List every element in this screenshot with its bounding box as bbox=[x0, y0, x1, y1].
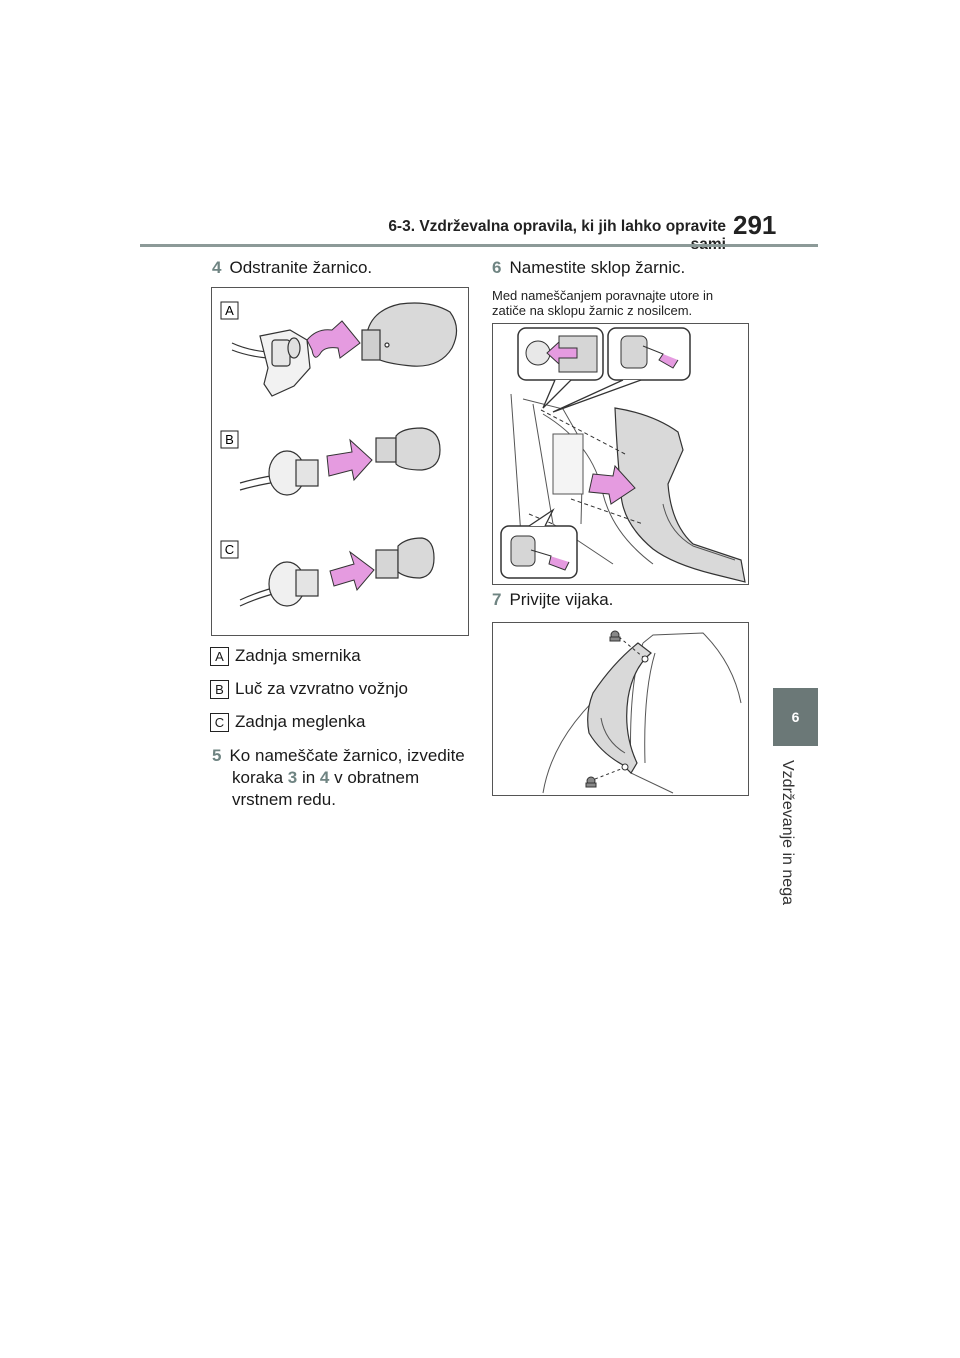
label-c: C bbox=[220, 540, 239, 559]
step-5: 5 Ko nameščate žarnico, izvedite koraka 3… bbox=[212, 745, 465, 811]
step-text: koraka bbox=[232, 768, 288, 787]
assembly-illustration bbox=[500, 327, 746, 583]
assembly-figure bbox=[492, 323, 749, 585]
callout-arrow-icon bbox=[546, 340, 578, 366]
screw-guides bbox=[594, 636, 644, 780]
step-number: 6 bbox=[492, 258, 502, 277]
bulb-c bbox=[239, 537, 435, 607]
lamp-assembly bbox=[614, 407, 746, 583]
step-number: 7 bbox=[492, 590, 502, 609]
legend-b: B Luč za vzvratno vožnjo bbox=[210, 679, 408, 699]
bulb-b bbox=[239, 427, 441, 496]
legend-text: Luč za vzvratno vožnjo bbox=[235, 679, 408, 698]
legend-c: C Zadnja meglenka bbox=[210, 712, 365, 732]
step-text: Privijte vijaka. bbox=[509, 590, 614, 609]
callout-pin-bottom bbox=[500, 508, 578, 579]
car-body-lines bbox=[510, 393, 654, 565]
label-a: A bbox=[220, 301, 239, 320]
step-number: 4 bbox=[212, 258, 222, 277]
note-line: zatiče na sklopu žarnic z nosilcem. bbox=[492, 302, 693, 318]
step-text-line3: vrstnem redu. bbox=[232, 790, 336, 809]
step-6-note: Med nameščanjem poravnajte utore in zati… bbox=[492, 288, 714, 318]
section-title: 6-3. Vzdrževalna opravila, ki jih lahko … bbox=[388, 218, 726, 253]
step-text: in bbox=[297, 768, 320, 787]
bulb-a bbox=[231, 302, 458, 397]
step-ref-4: 4 bbox=[319, 768, 330, 787]
header-rule bbox=[140, 244, 818, 247]
arrow-b-icon bbox=[326, 438, 373, 482]
label-c-text: C bbox=[225, 542, 234, 557]
step-7: 7 Privijte vijaka. bbox=[492, 589, 613, 611]
step-text: Odstranite žarnico. bbox=[229, 258, 373, 277]
screws-figure bbox=[492, 622, 749, 796]
push-arrow-icon bbox=[588, 464, 636, 505]
step-text: Namestite sklop žarnic. bbox=[509, 258, 686, 277]
chapter-label: Vzdrževanje in nega bbox=[779, 760, 796, 905]
legend-letter: B bbox=[210, 679, 229, 699]
step-6: 6 Namestite sklop žarnic. bbox=[492, 257, 685, 279]
step-text-line1: Ko nameščate žarnico, izvedite bbox=[229, 746, 465, 765]
step-ref-3: 3 bbox=[287, 768, 298, 787]
legend-letter: A bbox=[210, 646, 229, 666]
alignment-guides bbox=[528, 409, 644, 525]
legend-text: Zadnja smernika bbox=[235, 646, 361, 665]
screw-bottom-icon bbox=[585, 776, 597, 788]
arrow-c-icon bbox=[329, 550, 375, 592]
callout-clip bbox=[517, 327, 604, 409]
screw-top-icon bbox=[609, 630, 621, 642]
legend-letter: C bbox=[210, 712, 229, 732]
chapter-tab: 6 bbox=[773, 688, 818, 746]
screws-illustration bbox=[542, 630, 742, 794]
legend-a: A Zadnja smernika bbox=[210, 646, 361, 666]
label-a-text: A bbox=[225, 303, 234, 318]
arrow-a-icon bbox=[306, 320, 361, 359]
page-number: 291 bbox=[733, 210, 777, 240]
step-number: 5 bbox=[212, 746, 222, 765]
step-text: v obratnem bbox=[329, 768, 420, 787]
label-b-text: B bbox=[225, 432, 234, 447]
bulb-illustration: A B C bbox=[220, 301, 458, 607]
step-4: 4 Odstranite žarnico. bbox=[212, 257, 372, 279]
callout-pin bbox=[552, 327, 691, 413]
lamp-assembly bbox=[587, 642, 652, 774]
note-line: Med nameščanjem poravnajte utore in bbox=[492, 288, 714, 303]
label-b: B bbox=[220, 430, 239, 449]
bulb-figure: A B C bbox=[211, 287, 469, 636]
legend-text: Zadnja meglenka bbox=[235, 712, 366, 731]
